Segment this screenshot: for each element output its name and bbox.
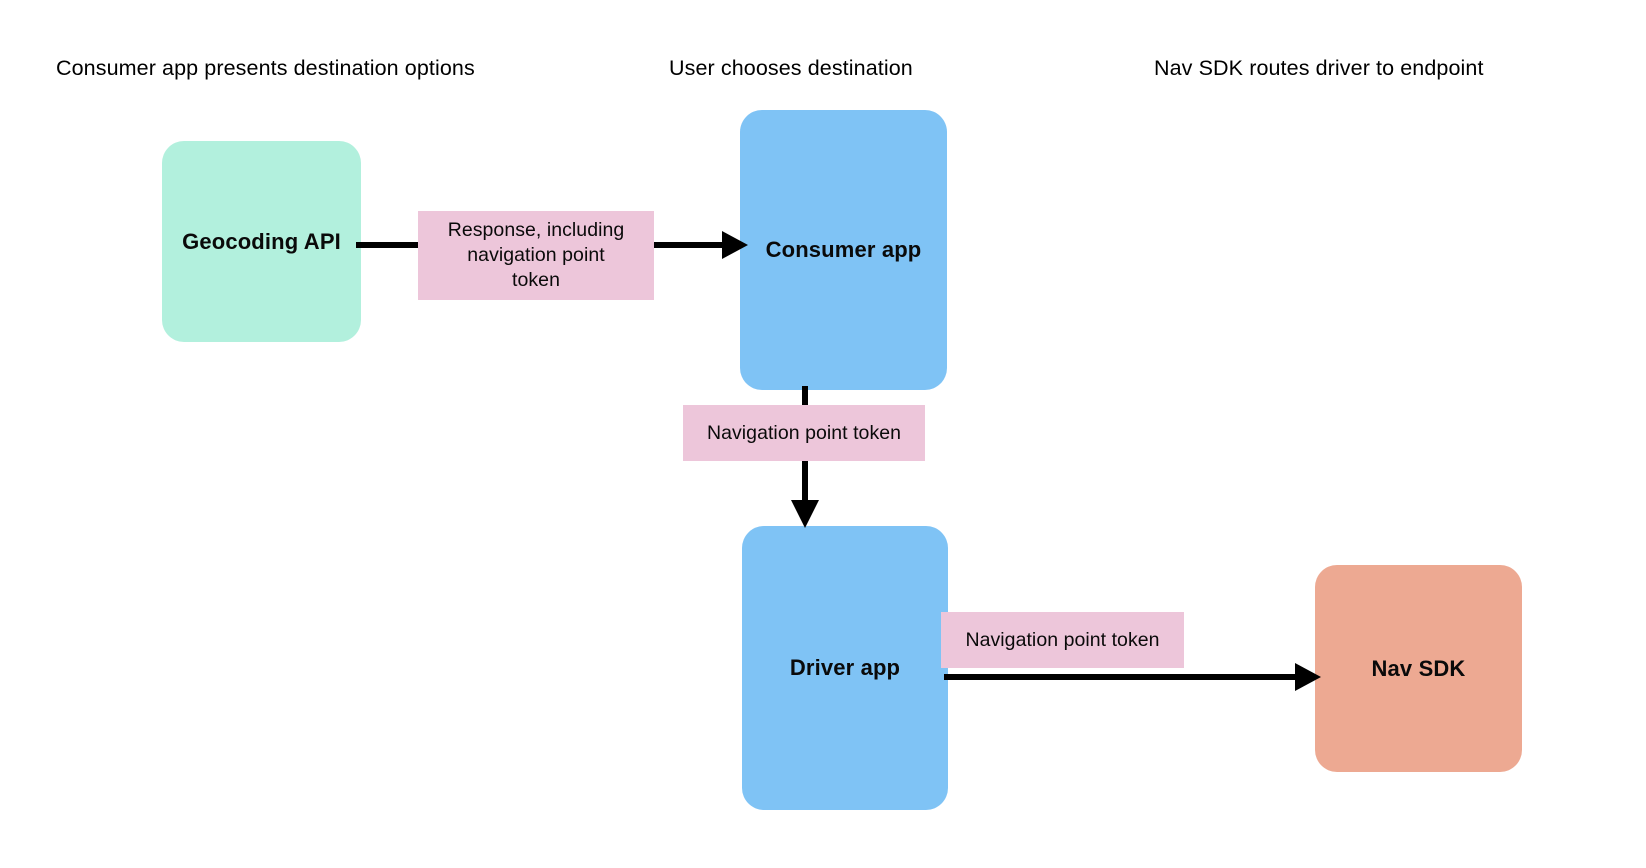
node-consumer-app[interactable]: Consumer app xyxy=(740,110,947,390)
column-header-nav-sdk-routes-driver: Nav SDK routes driver to endpoint xyxy=(1154,56,1484,80)
edge-label-navigation-point-token-vertical: Navigation point token xyxy=(683,405,925,461)
edge-label-navigation-point-token-horizontal: Navigation point token xyxy=(941,612,1184,668)
edge-label-response-line-3: token xyxy=(512,268,560,291)
edge-label-navigation-point-token-horizontal-text: Navigation point token xyxy=(965,628,1160,651)
column-header-user-chooses-destination: User chooses destination xyxy=(669,56,913,80)
node-nav-sdk[interactable]: Nav SDK xyxy=(1315,565,1522,772)
node-nav-sdk-label: Nav SDK xyxy=(1371,655,1466,681)
node-consumer-app-label: Consumer app xyxy=(765,237,922,263)
node-geocoding-api-label: Geocoding API xyxy=(182,228,341,254)
column-header-consumer-app-presents: Consumer app presents destination option… xyxy=(56,56,475,80)
edge-label-response-line-2: navigation point xyxy=(467,244,605,267)
node-driver-app[interactable]: Driver app xyxy=(742,526,948,810)
edge-label-response-line-1: Response, including xyxy=(447,219,625,242)
node-driver-app-label: Driver app xyxy=(789,655,901,681)
connector-driver-to-navsdk xyxy=(944,663,1321,691)
node-geocoding-api[interactable]: Geocoding API xyxy=(162,141,361,342)
edge-label-navigation-point-token-vertical-text: Navigation point token xyxy=(706,421,902,444)
